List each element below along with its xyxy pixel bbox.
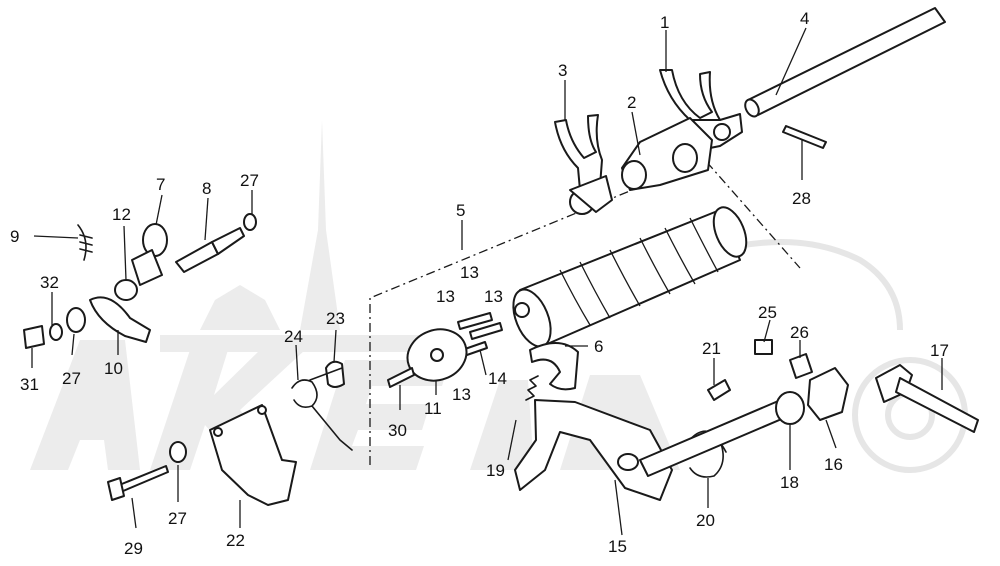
callout-8: 8	[202, 179, 211, 198]
bracket	[131, 249, 163, 286]
drum-assembly-group-line	[369, 159, 801, 465]
callout-12: 12	[112, 205, 131, 224]
leader-lines	[31, 27, 943, 536]
watermark-letter-e	[310, 360, 450, 470]
callout-3: 3	[558, 61, 567, 80]
callout-9: 9	[10, 227, 19, 246]
callout-22: 22	[226, 531, 245, 550]
flat-washer-lower	[169, 441, 187, 463]
shift-fork-center	[621, 117, 713, 191]
callout-29: 29	[124, 539, 143, 558]
lock-plate	[789, 353, 813, 379]
drum-stopper-plate	[529, 342, 579, 391]
callout-13-top: 13	[460, 263, 479, 282]
callout-27-top: 27	[240, 171, 259, 190]
watermark-motorcycle-outline	[719, 239, 903, 331]
shift-arm	[89, 296, 151, 343]
callout-13-left: 13	[436, 287, 455, 306]
callout-14: 14	[488, 369, 507, 388]
drum-cap	[325, 360, 345, 388]
callout-16: 16	[824, 455, 843, 474]
callout-13-right: 13	[484, 287, 503, 306]
callout-27-bottom: 27	[168, 509, 187, 528]
arm-spring	[525, 375, 539, 401]
callout-27-left: 27	[62, 369, 81, 388]
shaft-pin	[782, 125, 827, 149]
fork-shaft	[744, 7, 946, 118]
callout-26: 26	[790, 323, 809, 342]
callout-31: 31	[20, 375, 39, 394]
callout-6: 6	[594, 337, 603, 356]
watermark-base	[160, 335, 420, 352]
callout-13-bottom: 13	[452, 385, 471, 404]
shift-spindle-right	[875, 364, 979, 433]
callout-1: 1	[660, 13, 669, 32]
shift-arm-cluster	[23, 296, 151, 349]
flat-washer-left	[66, 307, 86, 333]
callout-15: 15	[608, 537, 627, 556]
callout-21: 21	[702, 339, 721, 358]
collar	[775, 391, 805, 425]
lock-washer	[49, 323, 63, 341]
neutral-washer	[142, 223, 168, 257]
watermark-dome	[200, 285, 280, 330]
watermark-spire	[300, 120, 340, 330]
drum-spring	[291, 367, 353, 451]
callout-7: 7	[156, 175, 165, 194]
callout-4: 4	[800, 9, 809, 28]
drum-pins	[457, 312, 503, 357]
neutral-switch-body	[175, 241, 219, 273]
cam-screw	[387, 367, 415, 388]
callout-10: 10	[104, 359, 123, 378]
callout-2: 2	[627, 93, 636, 112]
guide-plate	[209, 404, 297, 506]
callout-25: 25	[758, 303, 777, 322]
bolt-25	[754, 339, 773, 355]
callout-19: 19	[486, 461, 505, 480]
neutral-switch-assembly	[77, 213, 257, 301]
callout-24: 24	[284, 327, 303, 346]
callout-5: 5	[456, 201, 465, 220]
callout-labels: 1 2 3 4 5 6 7 8 9 10 11 12 13 13 13 13 1…	[10, 9, 949, 558]
cam-plate	[406, 328, 468, 382]
gearshift-arm	[514, 399, 673, 501]
callout-18: 18	[780, 473, 799, 492]
callout-32: 32	[40, 273, 59, 292]
spindle-bracket	[807, 367, 849, 421]
callout-23: 23	[326, 309, 345, 328]
callout-17: 17	[930, 341, 949, 360]
shift-drum	[512, 206, 748, 348]
callout-28: 28	[792, 189, 811, 208]
shift-fork-left	[554, 114, 613, 215]
nut	[23, 325, 45, 349]
callout-11: 11	[424, 399, 442, 418]
callout-20: 20	[696, 511, 715, 530]
watermark-letter-k	[150, 350, 305, 470]
watermark-letter-i	[470, 380, 534, 470]
washer-top	[243, 213, 257, 231]
callout-30: 30	[388, 421, 407, 440]
watermark-letter-a	[30, 340, 140, 470]
stud-bolt	[707, 379, 731, 401]
small-spring	[77, 224, 93, 261]
roller	[114, 279, 138, 301]
